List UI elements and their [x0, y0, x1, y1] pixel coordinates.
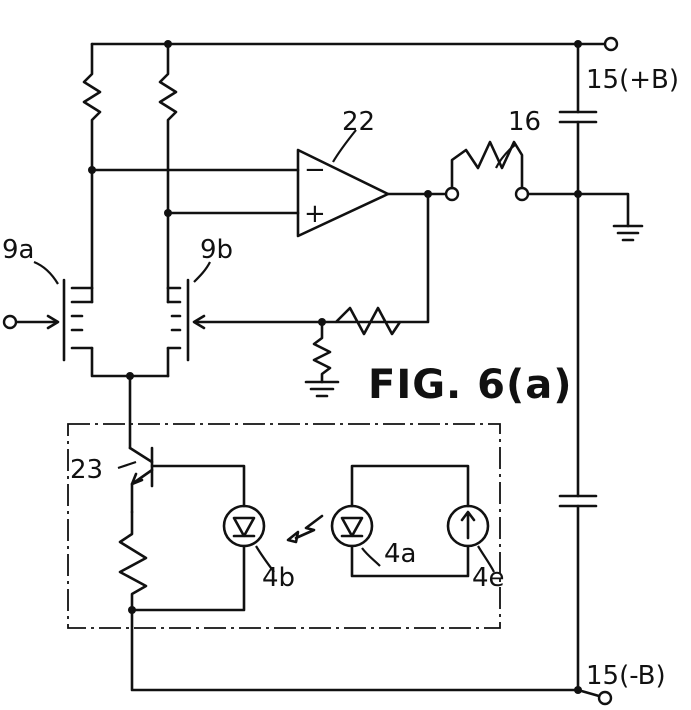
top-rail — [90, 36, 619, 52]
terminal-neg — [597, 690, 613, 706]
leader-16 — [495, 143, 517, 169]
ground-right — [612, 224, 644, 242]
label-16: 16 — [508, 107, 541, 137]
photodiode-4a — [330, 464, 470, 578]
label-23: 23 — [70, 455, 103, 485]
label-amp-minus: − — [304, 155, 326, 185]
output-path — [386, 140, 630, 228]
leader-9b — [193, 261, 211, 283]
leader-4a — [361, 547, 381, 567]
led-4b — [222, 504, 275, 573]
figure-title: FIG. 6(a) — [368, 362, 573, 408]
label-4b: 4b — [262, 563, 295, 593]
label-supply-neg: 15(-B) — [586, 661, 666, 691]
resistor-left — [82, 42, 102, 290]
transistor-9a — [2, 260, 170, 378]
right-rail — [558, 42, 613, 706]
label-9b: 9b — [200, 235, 233, 265]
transistor-23 — [117, 446, 580, 692]
leader-9a — [33, 260, 59, 285]
opamp-22 — [90, 129, 390, 238]
transistor-9b — [166, 192, 430, 398]
isolation-box — [67, 423, 501, 629]
leader-4b — [255, 545, 275, 573]
label-9a: 9a — [2, 235, 34, 265]
resistor-right — [158, 42, 178, 290]
label-4a: 4a — [384, 539, 416, 569]
label-22: 22 — [342, 107, 375, 137]
label-4e: 4e — [472, 563, 505, 593]
current-source-4e — [446, 504, 495, 573]
leader-4e — [477, 545, 495, 573]
leader-22 — [332, 129, 357, 163]
label-amp-plus: + — [304, 199, 326, 229]
terminal-pos — [603, 36, 619, 52]
light-emission-arrow — [286, 514, 324, 544]
label-supply-pos: 15(+B) — [586, 65, 679, 95]
